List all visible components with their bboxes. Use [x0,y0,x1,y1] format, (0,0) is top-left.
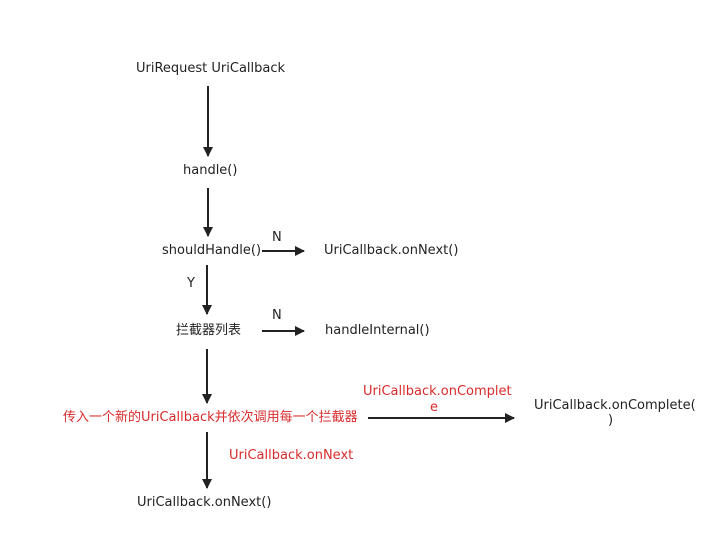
edge-label-n-1: N [272,230,282,245]
node-should-handle: shouldHandle() [162,243,262,258]
node-on-next-end: UriCallback.onNext() [137,495,272,510]
edge-label-n-2: N [272,308,282,323]
edge-label-on-complete-line1: UriCallback.onComplet [363,384,512,399]
edge-label-on-next: UriCallback.onNext [229,448,354,463]
node-start: UriRequest UriCallback [136,61,286,76]
node-pass-callback: 传入一个新的UriCallback并依次调用每一个拦截器 [63,410,358,425]
node-handle-internal: handleInternal() [325,323,430,338]
node-interceptor-list: 拦截器列表 [176,323,242,338]
node-handle: handle() [183,163,238,178]
edge-label-y-1: Y [187,276,195,291]
node-on-complete-line2: ) [608,413,614,428]
node-on-complete-line1: UriCallback.onComplete( [534,398,696,413]
node-on-next-1: UriCallback.onNext() [324,243,459,258]
edge-label-on-complete-line2: e [430,400,438,415]
